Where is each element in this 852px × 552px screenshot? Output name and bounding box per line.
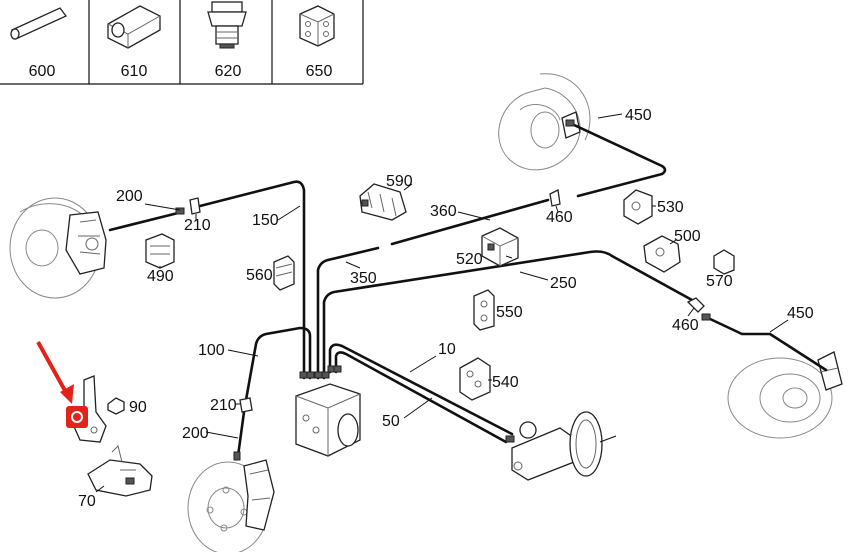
callout-250: 250: [550, 275, 577, 292]
brake-pipe-350: [316, 246, 380, 380]
callout-450-right: 450: [787, 305, 814, 322]
brake-pipes: [108, 122, 828, 458]
callout-570: 570: [706, 273, 733, 290]
brake-pipe-150: [198, 180, 306, 380]
part-number-600: 600: [29, 63, 56, 80]
brake-disc-front-left: [9, 197, 107, 299]
callout-350: 350: [350, 270, 377, 287]
callout-540: 540: [492, 374, 519, 391]
brake-booster-master-cylinder[interactable]: [511, 411, 617, 481]
brake-pipe-360: [390, 198, 550, 246]
holder-560[interactable]: [273, 255, 295, 291]
holder-590[interactable]: [359, 183, 407, 221]
leader-lines: [95, 113, 789, 493]
brake-pipe-250: [322, 250, 694, 380]
callout-530: 530: [657, 199, 684, 216]
holder-570[interactable]: [713, 249, 735, 275]
brake-disc-rear-left: [727, 351, 843, 439]
callout-210-bottom: 210: [210, 397, 237, 414]
clip-210-bottom[interactable]: [239, 397, 253, 413]
bolt-90[interactable]: [107, 397, 125, 415]
brake-disc-front-right: [187, 459, 275, 552]
holder-500[interactable]: [643, 235, 681, 273]
callout-200-bottom: 200: [182, 425, 209, 442]
callout-560: 560: [246, 267, 273, 284]
brake-pipe-100: [244, 326, 312, 402]
holder-530[interactable]: [623, 189, 653, 225]
holder-550[interactable]: [473, 289, 495, 331]
part-number-650: 650: [306, 63, 333, 80]
brake-pipe-450-right: [706, 316, 828, 372]
pipe-fittings: [175, 119, 711, 461]
brake-pipe-450-top: [570, 122, 667, 198]
brake-disc-rear-right-top: [498, 73, 591, 171]
parts-header-table: 600 610 620 650: [0, 0, 364, 85]
fitting-icon[interactable]: [207, 1, 247, 49]
brake-pipe-50: [334, 351, 508, 444]
callout-520: 520: [456, 251, 483, 268]
callout-90: 90: [129, 399, 147, 416]
callout-200-top: 200: [116, 188, 143, 205]
part-number-620: 620: [215, 63, 242, 80]
clip-460-right[interactable]: [686, 297, 705, 313]
callout-50: 50: [382, 413, 400, 430]
sensor-bracket-70[interactable]: [87, 445, 153, 497]
brake-pipe-10: [328, 343, 514, 436]
holder-520[interactable]: [481, 227, 519, 267]
callout-450-top: 450: [625, 107, 652, 124]
holder-490[interactable]: [145, 233, 175, 269]
callout-150: 150: [252, 212, 279, 229]
part-number-610: 610: [121, 63, 148, 80]
callout-210-top: 210: [184, 217, 211, 234]
callout-460-right: 460: [672, 317, 699, 334]
union-nut-icon[interactable]: [107, 5, 161, 49]
callout-500: 500: [674, 228, 701, 245]
callout-10: 10: [438, 341, 456, 358]
abs-hydraulic-unit[interactable]: [295, 383, 361, 457]
tube-icon[interactable]: [10, 7, 68, 40]
clip-460-top[interactable]: [549, 189, 561, 207]
connector-block-icon[interactable]: [299, 5, 335, 47]
highlight-marker: [36, 341, 88, 428]
callout-70: 70: [78, 493, 96, 510]
brake-pipe-200-top: [108, 210, 184, 232]
callout-590: 590: [386, 173, 413, 190]
brake-pipe-200-bottom: [236, 410, 246, 458]
callout-490: 490: [147, 268, 174, 285]
callout-360: 360: [430, 203, 457, 220]
callout-labels: 450 590 360 460 530 200 210 150 490 560 …: [78, 107, 814, 510]
callout-100: 100: [198, 342, 225, 359]
holder-540[interactable]: [459, 357, 491, 401]
callout-550: 550: [496, 304, 523, 321]
clip-210-top[interactable]: [189, 197, 201, 215]
callout-460-top: 460: [546, 209, 573, 226]
